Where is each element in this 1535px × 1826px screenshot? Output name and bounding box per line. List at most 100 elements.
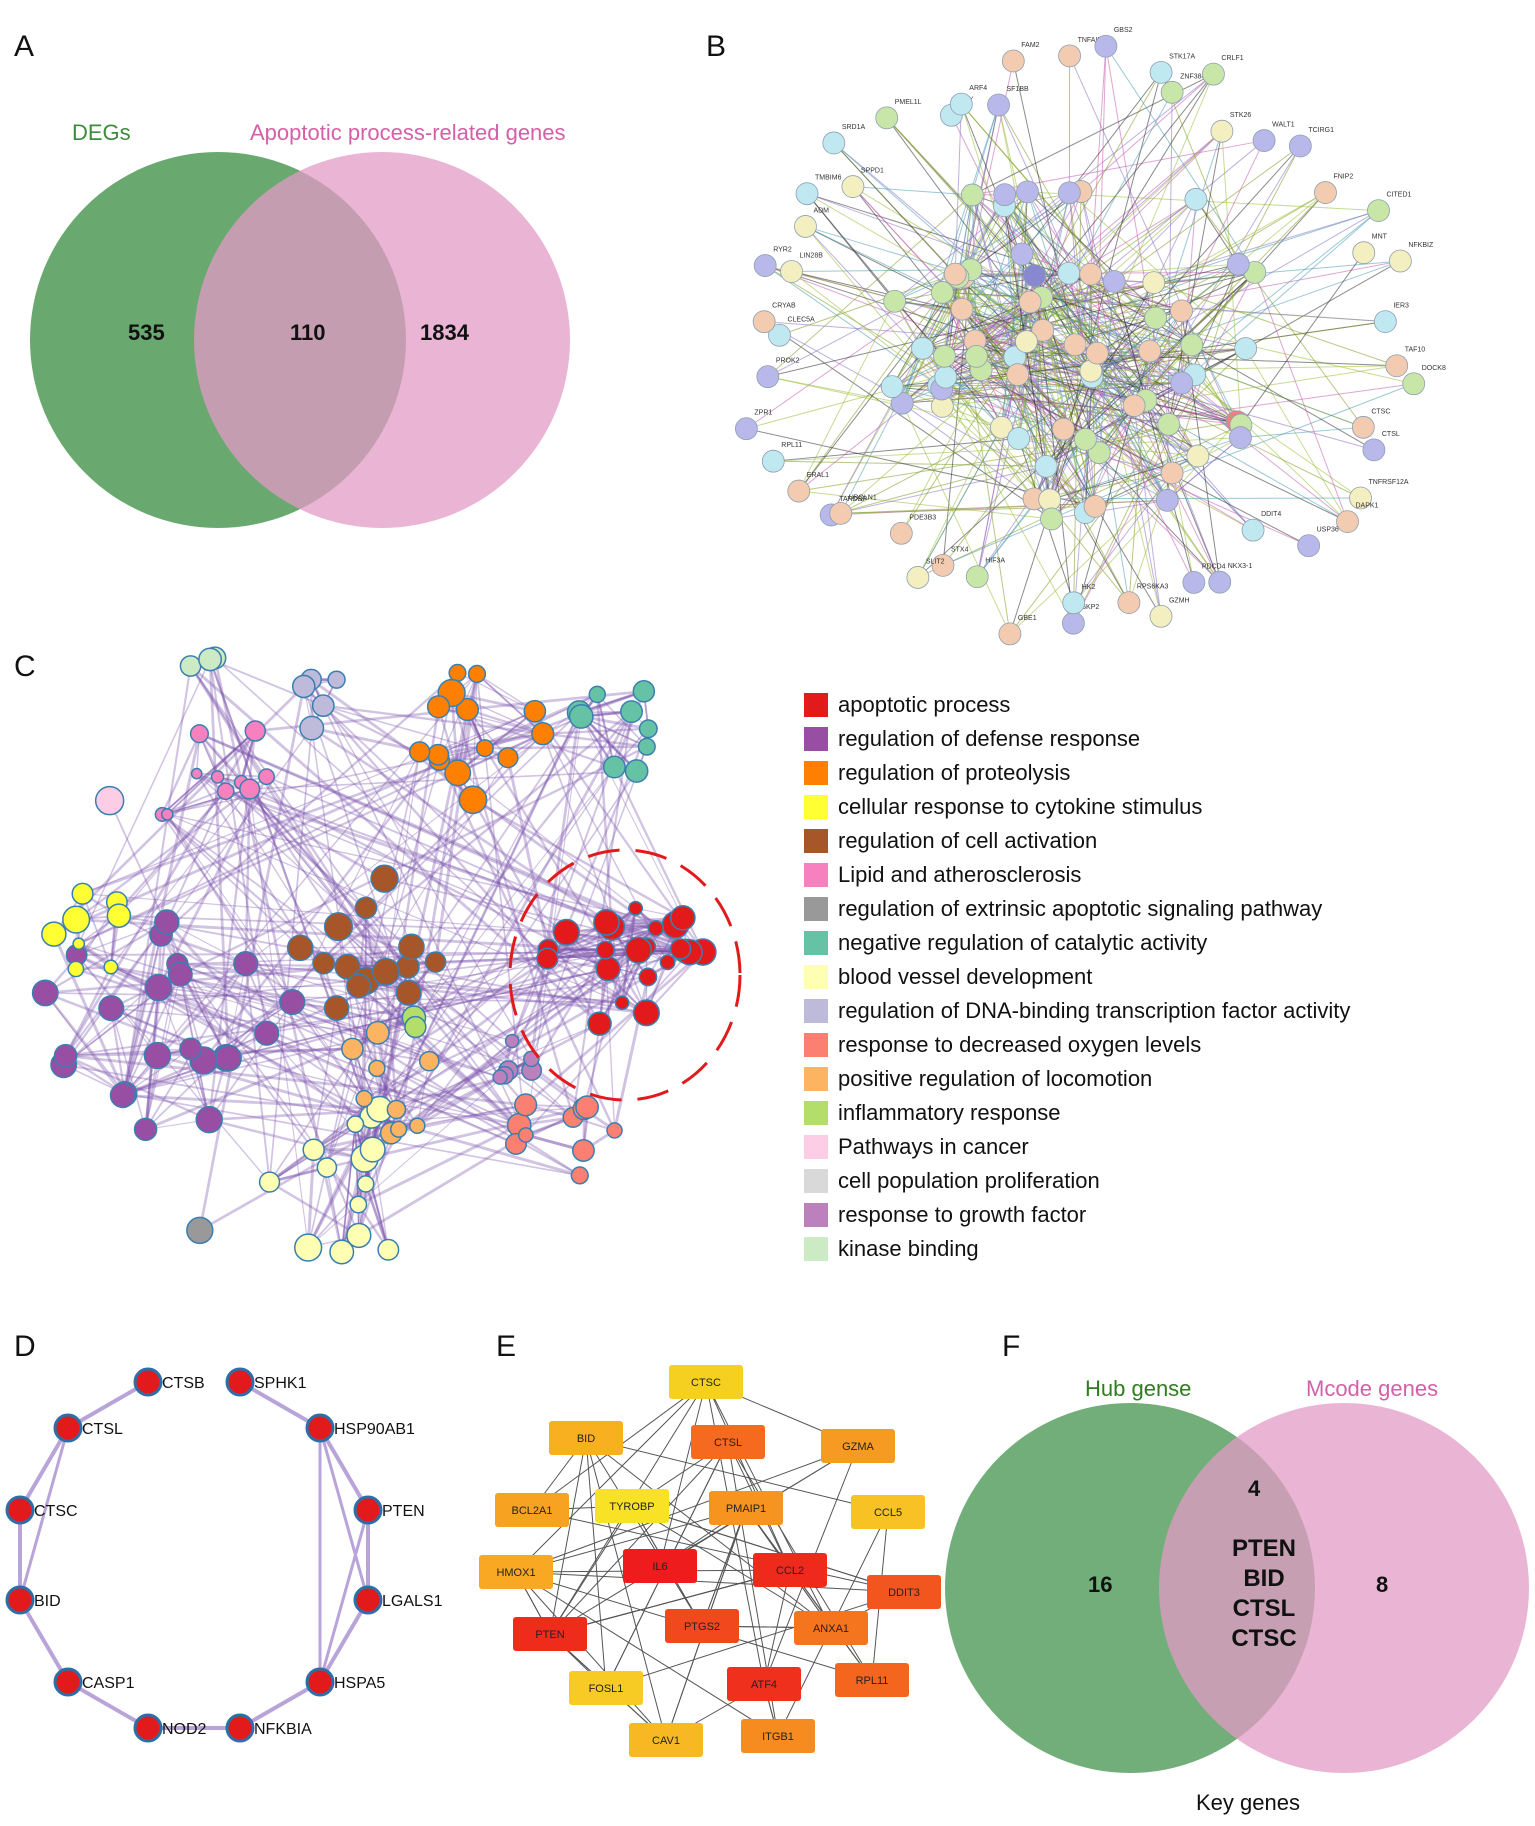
panel-c-edge [547, 948, 649, 978]
panel-b-edge [998, 104, 1199, 457]
panel-b-edge [1145, 145, 1301, 401]
panel-c-edge [323, 704, 647, 748]
panel-b-edge [945, 376, 1168, 501]
panel-b-edge [922, 347, 1173, 474]
panel-d-edge [67, 1380, 149, 1430]
panel-c-edge [580, 693, 599, 718]
panel-b-edge [954, 274, 1011, 634]
panel-c-node [98, 995, 125, 1022]
panel-c-node [370, 864, 399, 893]
panel-c-edge [303, 686, 313, 729]
panel-c-edge [336, 946, 412, 1009]
panel-b-edge [941, 275, 1035, 390]
panel-b-node [1142, 271, 1166, 294]
panel-b-edge [1194, 348, 1246, 376]
panel-c-edge [75, 967, 268, 1035]
panel-c-node [216, 782, 235, 801]
panel-b-edge [942, 291, 1386, 323]
panel-b-node [1079, 359, 1103, 383]
panel-c-edge [326, 760, 441, 1168]
panel-b-edge [894, 300, 1192, 346]
panel-c-edge [248, 788, 527, 1106]
panel-e-edge [745, 1507, 873, 1681]
panel-e-edge [605, 1591, 905, 1689]
panel-e-node [665, 1609, 739, 1643]
panel-c-node [366, 1095, 394, 1123]
panel-b-edge [1090, 370, 1100, 453]
panel-c-edge [645, 962, 669, 1014]
panel-b-edge [1000, 253, 1023, 428]
panel-c-edge [190, 1048, 210, 1120]
panel-b-edge [1096, 46, 1107, 354]
panel-b-node-label: STK26 [1230, 112, 1252, 119]
panel-b-edge [1041, 296, 1414, 385]
legend-label: negative regulation of catalytic activit… [838, 930, 1208, 955]
panel-b-edge [942, 269, 972, 293]
panel-c-node [346, 1222, 372, 1249]
panel-b-edge [1074, 344, 1254, 531]
legend-swatch [804, 999, 828, 1023]
panel-c-edge [269, 1166, 328, 1184]
panel-c-edge [642, 691, 650, 729]
panel-c-edge [647, 917, 684, 978]
panel-e-edge [871, 1511, 889, 1681]
panel-c-edge [357, 984, 527, 1137]
panel-b-edge [981, 347, 1246, 371]
panel-b-edge [1009, 455, 1199, 635]
panel-c-edge [322, 962, 338, 1009]
panel-b-node [1336, 510, 1359, 533]
panel-c-node [428, 749, 451, 771]
panel-b-node [1085, 341, 1109, 365]
panel-c-edge [110, 1008, 126, 1094]
panel-c-edge [515, 1108, 585, 1145]
panel-b-node-label: DOCK8 [1422, 365, 1446, 372]
panel-b-node-label: RPS6KA3 [1137, 584, 1169, 591]
panel-c-edge [123, 962, 247, 1095]
panel-b-edge [922, 347, 1064, 430]
panel-b-edge [972, 73, 1214, 196]
panel-c-edge [364, 1183, 390, 1251]
panel-c-node [144, 973, 173, 1002]
panel-c-edge [166, 730, 256, 815]
panel-b-edge [1133, 405, 1199, 457]
panel-b-edge [922, 277, 959, 349]
panel-b-edge [1014, 301, 1031, 358]
panel-c-edge [610, 907, 637, 928]
panel-c-edge [179, 973, 328, 1169]
panel-b-edge [1021, 253, 1147, 401]
panel-b-edge [1018, 437, 1086, 440]
panel-c-edge [596, 694, 613, 927]
panel-b-edge [963, 276, 1150, 352]
panel-c-edge [124, 1057, 229, 1095]
panel-b-edge [1004, 194, 1135, 406]
panel-b-edge [1149, 350, 1361, 499]
panel-b-edge [941, 382, 1182, 390]
panel-c-edge [322, 679, 338, 706]
panel-b-edge [1004, 194, 1348, 522]
panel-c-edge [435, 951, 703, 963]
panel-c-node [154, 806, 170, 823]
panel-b-edge [746, 276, 964, 430]
panel-b-edge [941, 269, 972, 390]
panel-c-edge [577, 711, 616, 768]
venn-a-overlap-count: 110 [290, 320, 326, 345]
panel-b-edge [767, 194, 973, 378]
panel-c-node [398, 933, 425, 961]
panel-b-node [822, 131, 846, 155]
legend-label: Lipid and atherosclerosis [838, 862, 1082, 887]
panel-c-node [467, 664, 487, 684]
panel-b-edge [1004, 191, 1082, 207]
legend-swatch [804, 727, 828, 751]
panel-b-edge [941, 388, 1241, 426]
panel-c-edge [457, 709, 468, 773]
panel-c-edge [525, 1116, 574, 1137]
panel-b-node-label: TARDBP [839, 496, 867, 503]
panel-b-edge [1072, 376, 1093, 624]
panel-d-edge [318, 1598, 370, 1684]
panel-b-edge [1155, 317, 1242, 426]
panel-d-node-label: PTEN [382, 1503, 425, 1520]
panel-c-edge [110, 965, 415, 1019]
panel-b-edge [942, 192, 1326, 407]
panel-b-node [890, 391, 914, 415]
panel-c-edge [307, 1183, 367, 1249]
